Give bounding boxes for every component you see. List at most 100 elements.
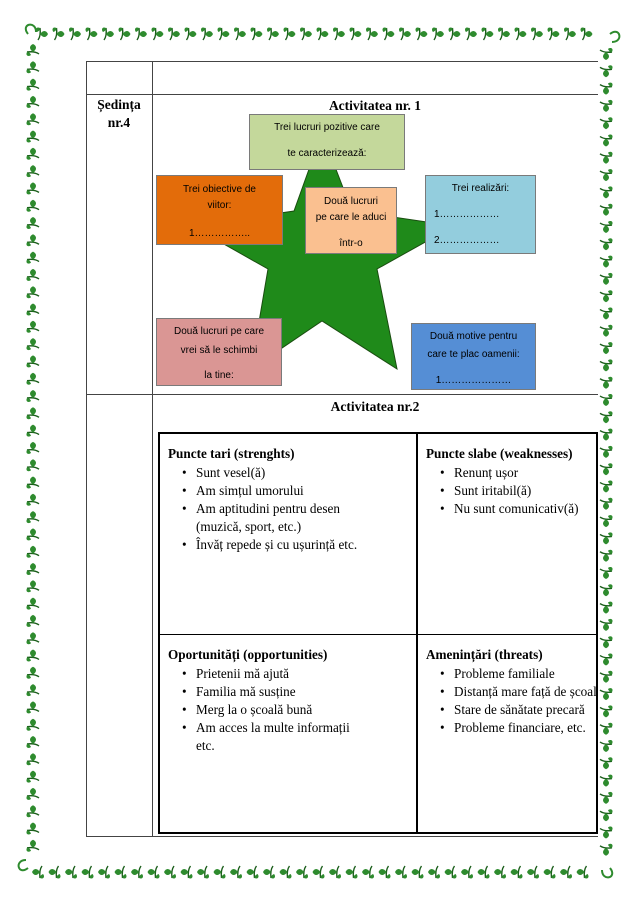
vine-leaf-icon xyxy=(599,255,613,268)
vine-leaf-icon xyxy=(246,865,259,879)
vine-leaf-icon xyxy=(26,597,40,610)
box-text-line: la tine: xyxy=(204,370,234,381)
vine-leaf-icon xyxy=(448,27,461,41)
vine-leaf-icon xyxy=(599,272,613,285)
vine-leaf-icon xyxy=(26,147,40,160)
vine-leaf-icon xyxy=(599,670,613,683)
vine-leaf-icon xyxy=(26,390,40,402)
vine-leaf-icon xyxy=(599,722,613,735)
list-item-continuation: etc. xyxy=(196,738,215,753)
vine-leaf-icon xyxy=(26,753,40,766)
vine-leaf-icon xyxy=(366,27,378,41)
vine-leaf-icon xyxy=(599,463,613,476)
swot-weaknesses-cell: Puncte slabe (weaknesses) Renunț ușor Su… xyxy=(418,434,596,634)
vine-leaf-icon xyxy=(599,636,613,649)
vine-leaf-icon xyxy=(26,268,40,281)
vine-leaf-icon xyxy=(599,843,613,856)
vine-leaf-icon xyxy=(599,653,613,666)
vine-leaf-icon xyxy=(102,27,114,41)
vine-leaf-icon xyxy=(461,865,473,879)
threats-list: Probleme familiale Distanță mare față de… xyxy=(426,665,596,737)
vine-leaf-icon xyxy=(599,411,613,424)
vine-leaf-icon xyxy=(599,376,613,389)
vine-leaf-icon xyxy=(599,342,613,355)
box-text-line: Trei obiective de xyxy=(183,184,256,195)
box-text-line: te caracterizează: xyxy=(287,148,367,159)
vine-leaf-icon xyxy=(599,445,613,458)
vine-leaf-icon xyxy=(599,497,613,510)
vine-leaf-icon xyxy=(26,528,40,541)
vine-leaf-icon xyxy=(599,238,613,251)
vine-leaf-icon xyxy=(48,865,61,879)
vine-leaf-icon xyxy=(599,618,613,631)
vine-leaf-icon xyxy=(599,826,613,839)
vine-leaf-icon xyxy=(180,865,193,879)
vine-leaf-icon xyxy=(26,217,40,229)
vine-leaf-icon xyxy=(599,480,613,493)
vine-leaf-icon xyxy=(494,865,506,879)
vine-leaf-icon xyxy=(599,601,613,614)
vine-leaf-icon xyxy=(26,441,40,454)
vine-leaf-icon xyxy=(85,27,98,41)
why-people-like-you-box: Două motive pentru care te plac oamenii:… xyxy=(411,323,536,390)
vine-leaf-icon xyxy=(26,95,40,108)
vine-leaf-icon xyxy=(52,27,65,41)
vine-leaf-icon xyxy=(415,27,428,41)
box-text-line: Trei lucruri pozitive care xyxy=(274,122,380,133)
vine-leaf-icon xyxy=(26,130,40,143)
box-text-line: viitor: xyxy=(207,200,232,211)
box-text-line: Două motive pentru xyxy=(429,331,518,342)
vine-leaf-icon xyxy=(345,865,358,879)
vine-leaf-icon xyxy=(168,27,180,41)
box-text-line: într-o xyxy=(339,238,363,249)
vine-leaf-icon xyxy=(599,809,613,822)
box-text-line: vrei să le schimbi xyxy=(180,345,258,356)
vine-leaf-icon xyxy=(81,865,94,879)
vine-leaf-icon xyxy=(151,27,164,41)
vine-corner-curl-icon xyxy=(609,30,621,43)
activity2-title: Activitatea nr.2 xyxy=(330,399,420,414)
vine-leaf-icon xyxy=(599,186,613,199)
vine-leaf-icon xyxy=(26,666,40,679)
vine-leaf-icon xyxy=(26,701,40,714)
vine-leaf-icon xyxy=(26,303,40,316)
vine-corner-curl-icon xyxy=(601,867,614,879)
strengths-list: Sunt vesel(ă) Am simțul umorului Am apti… xyxy=(168,464,357,554)
vine-leaf-icon xyxy=(599,532,613,545)
vine-leaf-icon xyxy=(217,27,230,41)
vine-leaf-icon xyxy=(599,584,613,597)
list-item: Familia mă susține xyxy=(168,683,350,701)
vine-leaf-icon xyxy=(312,865,325,879)
vine-leaf-icon xyxy=(599,515,613,528)
vine-leaf-icon xyxy=(26,545,40,558)
vine-leaf-icon xyxy=(465,27,477,41)
vine-leaf-icon xyxy=(118,27,131,41)
table-row-divider xyxy=(86,394,598,395)
vine-leaf-icon xyxy=(197,865,209,879)
vine-leaf-icon xyxy=(599,82,613,95)
threats-title: Amenințări (threats) xyxy=(426,647,543,662)
box-text-line: 1………………… xyxy=(435,375,512,386)
vine-leaf-icon xyxy=(26,684,40,697)
vine-leaf-icon xyxy=(26,78,40,91)
vine-leaf-icon xyxy=(131,865,143,879)
vine-leaf-icon xyxy=(26,736,40,748)
vine-leaf-icon xyxy=(432,27,444,41)
vine-leaf-icon xyxy=(26,580,40,593)
swot-opportunities-cell: Oportunități (opportunities) Prietenii m… xyxy=(160,635,416,833)
vine-leaf-icon xyxy=(531,27,543,41)
vine-leaf-icon xyxy=(599,359,613,372)
strengths-title: Puncte tari (strenghts) xyxy=(168,446,295,461)
list-item: Distanță mare față de școală xyxy=(426,683,596,701)
vine-leaf-icon xyxy=(26,182,40,195)
vine-leaf-icon xyxy=(26,787,40,800)
vine-leaf-icon xyxy=(250,27,263,41)
vine-leaf-icon xyxy=(382,27,395,41)
activity1-title: Activitatea nr. 1 xyxy=(328,98,422,113)
future-goals-box: Trei obiective de viitor: 1…………….. xyxy=(156,175,283,245)
table-column-divider xyxy=(152,61,153,837)
contributions-box: Două lucruri pe care le aduci într-o xyxy=(305,187,397,254)
vine-leaf-icon xyxy=(599,169,613,182)
list-item: Renunț ușor xyxy=(426,464,579,482)
box-text-line: 2……………… xyxy=(434,235,500,246)
